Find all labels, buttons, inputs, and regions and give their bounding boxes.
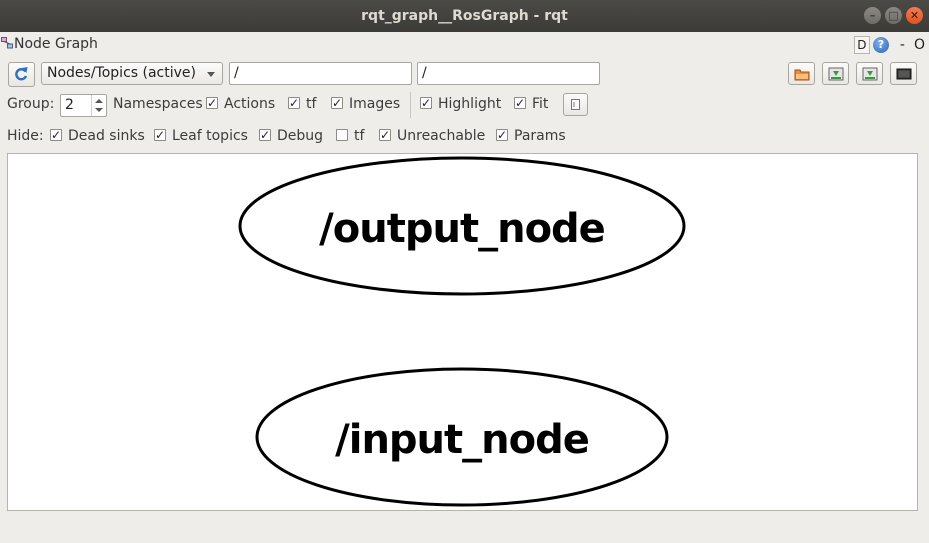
group-value: 2 — [65, 97, 74, 113]
hide-tf-label: tf — [354, 128, 365, 144]
graph-node-output[interactable]: /output_node — [238, 156, 686, 296]
window-titlebar: rqt_graph__RosGraph - rqt – □ ✕ — [0, 0, 929, 32]
spin-up-icon[interactable] — [95, 99, 103, 103]
fit-view-icon — [571, 99, 580, 110]
hide-params-label: Params — [514, 128, 566, 144]
save-image-button[interactable] — [890, 62, 917, 85]
graph-type-value: Nodes/Topics (active) — [47, 65, 196, 81]
tf-label: tf — [306, 96, 317, 112]
graph-node-input-label: /input_node — [335, 417, 589, 463]
highlight-checkbox[interactable]: ✓ — [420, 96, 432, 110]
spin-arrows[interactable] — [91, 95, 106, 116]
hide-row: Hide: ✓ Dead sinks ✓ Leaf topics ✓ Debug… — [0, 124, 929, 148]
graph-canvas[interactable]: /output_node /input_node — [7, 153, 918, 511]
minimize-button[interactable]: – — [864, 7, 881, 24]
toolbar: Nodes/Topics (active) / / — [0, 60, 929, 88]
hide-debug-checkbox[interactable]: ✓ — [259, 128, 271, 142]
hide-label: Hide: — [7, 128, 44, 144]
window-controls: – □ ✕ — [864, 7, 923, 24]
hide-leaf-topics-checkbox[interactable]: ✓ — [154, 128, 166, 142]
options-row: Group: 2 Namespaces ✓ Actions ✓ tf ✓ Ima… — [0, 92, 929, 118]
help-icon[interactable]: ? — [872, 37, 889, 53]
plugin-close-button[interactable]: O — [913, 37, 925, 53]
namespaces-label: Namespaces — [113, 96, 203, 112]
save-svg-icon — [862, 67, 878, 81]
save-dot-button[interactable] — [822, 62, 849, 85]
images-checkbox[interactable]: ✓ — [331, 96, 343, 110]
node-graph-icon — [1, 37, 13, 49]
include-filter-input[interactable]: / — [229, 62, 412, 85]
group-label: Group: — [7, 96, 55, 112]
spin-down-icon[interactable] — [95, 108, 103, 112]
graph-node-input[interactable]: /input_node — [255, 367, 669, 507]
tf-checkbox[interactable]: ✓ — [288, 96, 300, 110]
close-button[interactable]: ✕ — [906, 7, 923, 24]
plugin-controls: D ? - O — [853, 36, 925, 54]
actions-label: Actions — [224, 96, 276, 112]
maximize-button[interactable]: □ — [885, 7, 902, 24]
options-separator — [410, 92, 411, 118]
refresh-button[interactable] — [8, 62, 35, 87]
graph-svg: /output_node /input_node — [238, 156, 686, 507]
fit-label: Fit — [532, 96, 549, 112]
save-svg-button[interactable] — [856, 62, 883, 85]
hide-dead-sinks-label: Dead sinks — [68, 128, 145, 144]
hide-dead-sinks-checkbox[interactable]: ✓ — [50, 128, 62, 142]
fit-checkbox[interactable]: ✓ — [514, 96, 526, 110]
exclude-filter-input[interactable]: / — [417, 62, 600, 85]
actions-checkbox[interactable]: ✓ — [206, 96, 218, 110]
plugin-title: Node Graph — [14, 36, 98, 52]
save-dot-icon — [828, 67, 844, 81]
hide-leaf-topics-label: Leaf topics — [172, 128, 248, 144]
fit-in-view-button[interactable] — [563, 93, 588, 116]
hide-tf-checkbox[interactable] — [336, 129, 348, 141]
window-title: rqt_graph__RosGraph - rqt — [361, 8, 568, 24]
hide-debug-label: Debug — [277, 128, 324, 144]
plugin-minimize-button[interactable]: - — [899, 37, 905, 53]
plugin-header: Node Graph D ? - O — [0, 34, 929, 56]
group-spinbox[interactable]: 2 — [60, 94, 107, 117]
highlight-label: Highlight — [438, 96, 502, 112]
images-label: Images — [349, 96, 401, 112]
save-image-icon — [896, 68, 912, 80]
load-dot-button[interactable] — [788, 62, 815, 85]
dock-toggle-button[interactable]: D — [853, 36, 870, 54]
hide-unreachable-checkbox[interactable]: ✓ — [379, 128, 391, 142]
graph-node-output-label: /output_node — [319, 206, 605, 252]
refresh-icon — [15, 67, 28, 81]
hide-unreachable-label: Unreachable — [397, 128, 486, 144]
load-dot-icon — [794, 69, 810, 81]
graph-type-select[interactable]: Nodes/Topics (active) — [41, 62, 223, 85]
hide-params-checkbox[interactable]: ✓ — [496, 128, 508, 142]
chevron-down-icon — [207, 72, 215, 77]
